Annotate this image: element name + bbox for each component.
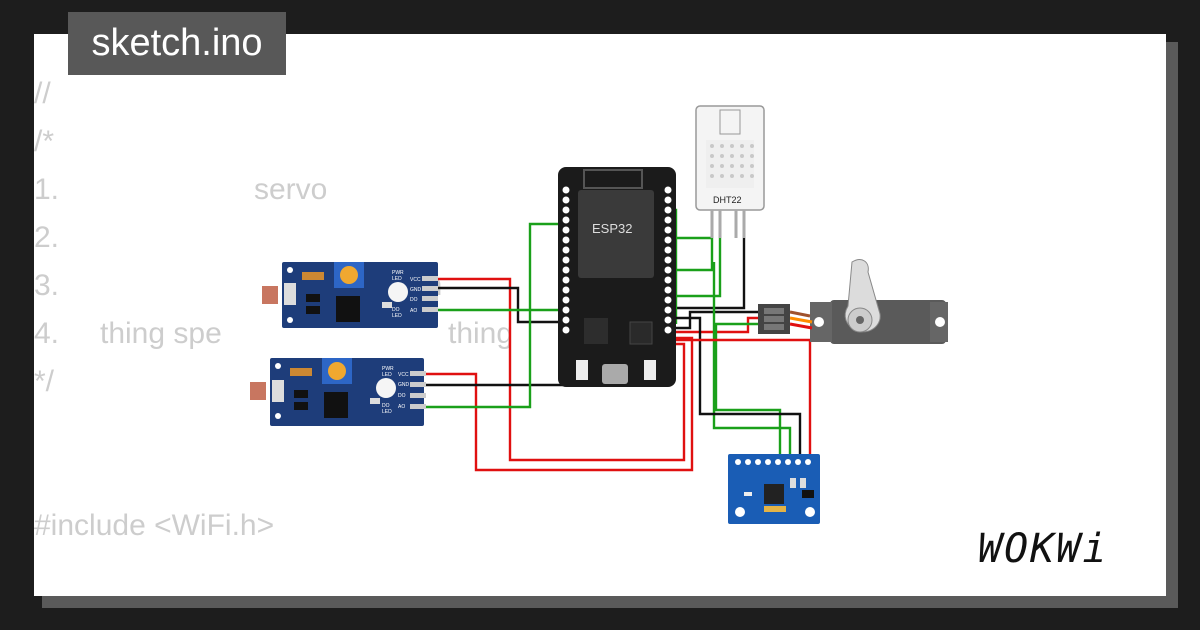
code-text: 2. xyxy=(34,221,60,254)
pin-label: GND xyxy=(410,287,422,293)
wire-red[interactable] xyxy=(438,277,686,462)
esp32-left-pins xyxy=(562,186,570,334)
wire-black[interactable] xyxy=(672,316,802,458)
dht22-sensor[interactable]: DHT22 xyxy=(695,105,765,238)
code-text: #include <WiFi.h> xyxy=(34,509,275,542)
do-led-label: DO xyxy=(382,403,390,409)
pwr-led-label: PWR xyxy=(382,366,394,372)
mpu6050-module[interactable] xyxy=(728,454,820,524)
wire-black[interactable] xyxy=(672,310,760,330)
do-led-label: LED xyxy=(382,409,392,415)
servo-cable xyxy=(789,322,813,330)
esp32-board[interactable]: ESP32 xyxy=(558,167,676,387)
code-text: /* xyxy=(34,125,55,158)
wire-green[interactable] xyxy=(424,222,566,409)
wires xyxy=(424,208,812,472)
wire-black[interactable] xyxy=(424,328,566,387)
pin-label: GND xyxy=(398,382,410,388)
code-text: thing spe xyxy=(100,317,222,350)
dht22-label: DHT22 xyxy=(713,195,742,205)
pin-label: DO xyxy=(410,297,418,303)
pin-label: DO xyxy=(398,393,406,399)
wire-red[interactable] xyxy=(424,336,694,472)
code-text: 3. xyxy=(34,269,60,302)
do-led-label: DO xyxy=(392,307,400,313)
servo-cable xyxy=(789,316,813,324)
wire-green[interactable] xyxy=(712,262,792,458)
pin-label: VCC xyxy=(398,372,409,378)
wire-green[interactable] xyxy=(672,236,714,272)
wokwi-logo: WOKWi xyxy=(978,526,1109,572)
code-text: // xyxy=(34,77,51,110)
photoresistor-icon xyxy=(262,286,278,304)
code-text: 1. xyxy=(34,173,60,206)
code-text: 4. xyxy=(34,317,60,350)
pin-label: AO xyxy=(410,308,417,314)
esp32-label: ESP32 xyxy=(592,221,632,236)
photoresistor-icon xyxy=(250,382,266,400)
pwr-led-label: PWR xyxy=(392,270,404,276)
code-text: */ xyxy=(34,365,55,398)
wire-green[interactable] xyxy=(714,322,782,458)
ldr-module-1[interactable]: PWR LED DO LED VCC GND DO AO xyxy=(262,262,438,328)
servo-motor[interactable] xyxy=(758,259,948,344)
wire-green[interactable] xyxy=(672,236,722,298)
esp32-right-pins xyxy=(664,186,672,334)
wire-black[interactable] xyxy=(672,236,746,310)
pin-label: AO xyxy=(398,404,405,410)
code-text: thing xyxy=(448,317,514,350)
pwr-led-label: LED xyxy=(392,276,402,282)
sketch-title-tab[interactable]: sketch.ino xyxy=(68,12,286,75)
wire-black[interactable] xyxy=(438,286,566,324)
pin-label: VCC xyxy=(410,277,421,283)
do-led-label: LED xyxy=(392,313,402,319)
servo-cable xyxy=(789,310,811,318)
pwr-led-label: LED xyxy=(382,372,392,378)
ldr-module-2[interactable]: PWR LED DO LED VCC GND DO AO xyxy=(250,358,426,426)
code-text: servo xyxy=(254,173,328,206)
